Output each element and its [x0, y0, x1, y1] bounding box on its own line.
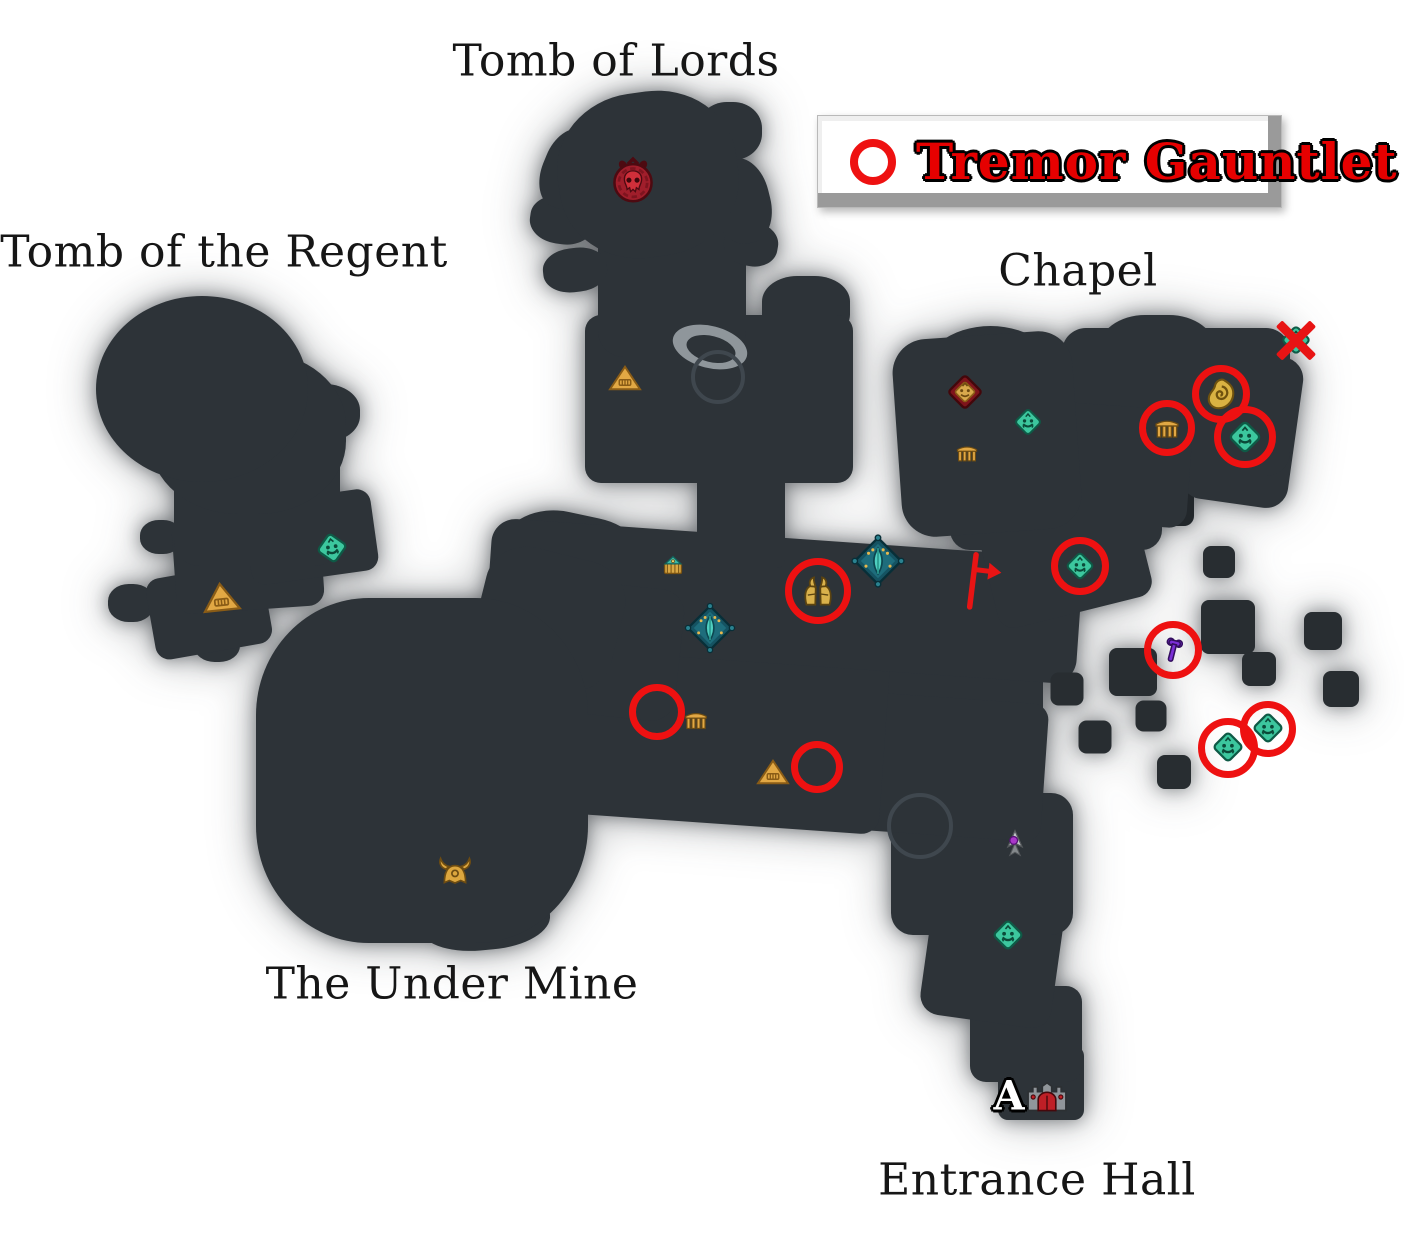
- gold-columns-icon: [682, 706, 711, 735]
- highlight-circle: [1240, 701, 1296, 757]
- red-diamond-elite-icon: [945, 372, 985, 412]
- highlight-circle: [629, 684, 685, 740]
- highlight-circle: [1139, 400, 1195, 456]
- map-block-room: [1203, 546, 1235, 578]
- map-block-room: [1157, 755, 1191, 789]
- map-block-room: [1201, 600, 1255, 654]
- gold-triangle-icon: [607, 360, 643, 396]
- boss-skull-icon: [606, 154, 660, 208]
- floor-circle-decoration: [691, 350, 745, 404]
- region-label-tomb-of-lords: Tomb of Lords: [452, 35, 780, 87]
- highlight-circle: [1051, 537, 1109, 595]
- region-label-chapel: Chapel: [998, 245, 1158, 297]
- purple-arrow-icon: [1000, 828, 1031, 859]
- map-block-room: [1242, 652, 1276, 686]
- map-block-room: [1135, 700, 1167, 732]
- floor-circle-decoration: [887, 793, 953, 859]
- shrine-icon: [660, 552, 687, 579]
- teal-mask-icon: [311, 527, 353, 569]
- legend-box: Tremor Gauntlet: [817, 115, 1397, 208]
- red-flag-icon: [962, 550, 1002, 614]
- map-shape-blob: [96, 296, 308, 482]
- tent-icon: [851, 534, 906, 589]
- map-block-room: [1078, 720, 1112, 754]
- region-label-entrance-hall: Entrance Hall: [878, 1154, 1196, 1206]
- gold-helmet-icon: [435, 855, 475, 889]
- gold-triangle-icon: [755, 754, 791, 790]
- red-circle-icon: [850, 138, 896, 185]
- map-block-room: [1304, 612, 1342, 650]
- entrance-a-marker: A: [993, 1072, 1025, 1120]
- highlight-circle: [791, 741, 843, 793]
- highlight-circle: [1144, 621, 1202, 679]
- map-block-room: [1050, 672, 1084, 706]
- map-block-room: [1323, 671, 1359, 707]
- gold-columns-icon: [954, 440, 981, 467]
- region-label-tomb-of-the-regent: Tomb of the Regent: [0, 226, 448, 278]
- teal-mask-icon: [1012, 406, 1044, 438]
- castle-gate-icon: [1024, 1079, 1070, 1115]
- gold-triangle-icon: [198, 574, 244, 620]
- teal-mask-icon: [990, 917, 1026, 953]
- tent-icon: [684, 602, 736, 654]
- map-shape-blob: [256, 598, 588, 943]
- highlight-circle: [1214, 406, 1276, 468]
- legend-label: Tremor Gauntlet: [916, 132, 1398, 191]
- red-x-icon: [1270, 314, 1322, 366]
- highlight-circle: [785, 558, 851, 624]
- region-label-the-under-mine: The Under Mine: [265, 958, 639, 1010]
